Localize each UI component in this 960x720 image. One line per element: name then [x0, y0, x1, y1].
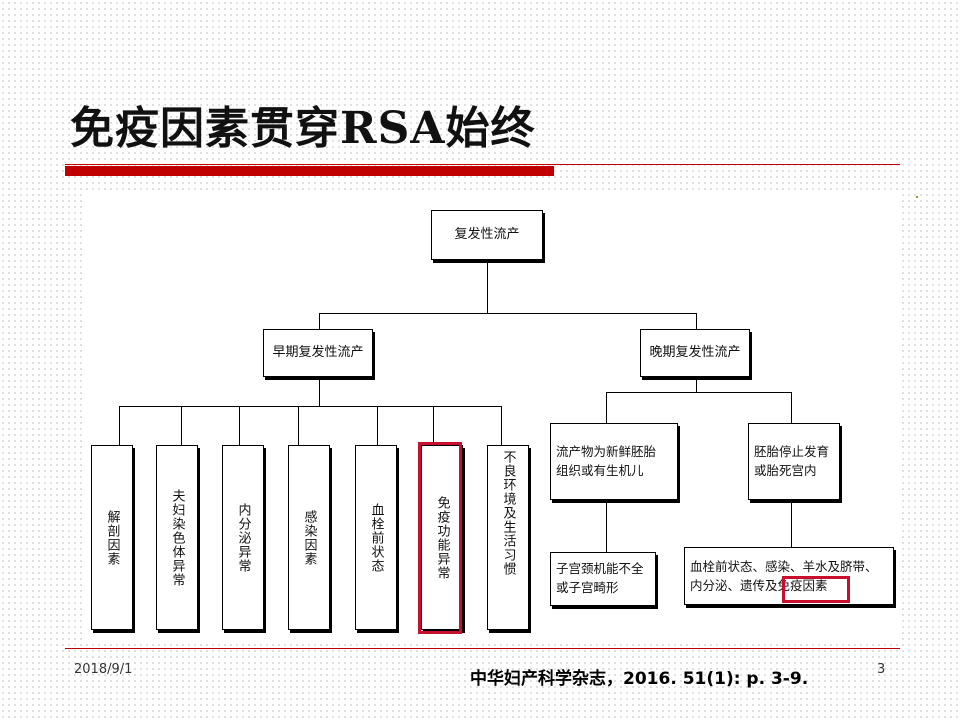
node-cause-infection: 感染因素	[288, 445, 330, 630]
connector	[487, 259, 488, 314]
node-cause-prethrombotic: 血栓前状态	[355, 445, 397, 630]
title-accent-bar	[65, 166, 554, 176]
node-embryo-arrest-line2: 或胎死宫内	[754, 462, 817, 478]
decor-speck	[916, 196, 918, 198]
footer-date: 2018/9/1	[74, 662, 133, 677]
node-cervical-cause-line1: 子宫颈机能不全	[556, 561, 644, 577]
node-cervical-cause-line2: 或子宫畸形	[556, 580, 619, 595]
node-cause-immune: 免疫功能异常	[421, 445, 463, 630]
node-early-rsa: 早期复发性流产	[263, 329, 373, 377]
connector	[501, 406, 502, 445]
footer-rule	[65, 648, 900, 649]
connector	[298, 406, 299, 445]
connector	[119, 406, 120, 445]
connector	[119, 406, 502, 407]
immune-factor-highlight-text: 免疫因素	[777, 577, 828, 593]
connector	[319, 313, 697, 314]
connector	[181, 406, 182, 445]
node-embryo-arrest-line1: 胚胎停止发育	[754, 443, 830, 459]
node-root: 复发性流产	[431, 210, 543, 260]
connector	[239, 406, 240, 445]
connector	[791, 500, 792, 547]
node-embryo-arrest: 胚胎停止发育 或胎死宫内	[748, 423, 840, 500]
node-late-multi-cause-line2: 内分泌、遗传及免疫因素	[690, 577, 888, 596]
node-fresh-embryo-line2: 组织或有生机儿	[556, 462, 644, 478]
node-late-rsa: 晚期复发性流产	[640, 329, 750, 377]
footer-citation: 中华妇产科学杂志，2016. 51(1): p. 3-9.	[470, 669, 809, 689]
page-number: 3	[877, 662, 886, 677]
connector	[377, 406, 378, 445]
connector	[606, 392, 607, 423]
connector	[433, 406, 434, 445]
slide-title: 免疫因素贯穿RSA始终	[70, 103, 536, 154]
immune-factor-highlight-frame	[782, 576, 850, 603]
node-cervical-cause: 子宫颈机能不全 或子宫畸形	[550, 552, 656, 606]
title-rule	[65, 164, 900, 165]
node-cause-endocrine: 内分泌异常	[222, 445, 264, 630]
node-late-multi-cause-line1: 血栓前状态、感染、羊水及脐带、	[690, 559, 878, 574]
connector	[606, 392, 792, 393]
node-cause-environment: 不良环境及生活习惯	[487, 445, 529, 630]
connector	[319, 313, 320, 329]
connector	[696, 377, 697, 393]
connector	[696, 313, 697, 329]
node-fresh-embryo-line1: 流产物为新鲜胚胎	[556, 443, 657, 459]
connector	[319, 377, 320, 407]
node-cause-chromosomal: 夫妇染色体异常	[156, 445, 198, 630]
node-late-multi-cause-line2-text: 内分泌、遗传及	[690, 577, 778, 593]
node-cause-anatomical: 解剖因素	[91, 445, 133, 630]
connector	[791, 392, 792, 423]
connector	[606, 500, 607, 552]
immune-highlight-frame	[418, 442, 462, 634]
node-fresh-embryo: 流产物为新鲜胚胎 组织或有生机儿	[550, 423, 678, 500]
